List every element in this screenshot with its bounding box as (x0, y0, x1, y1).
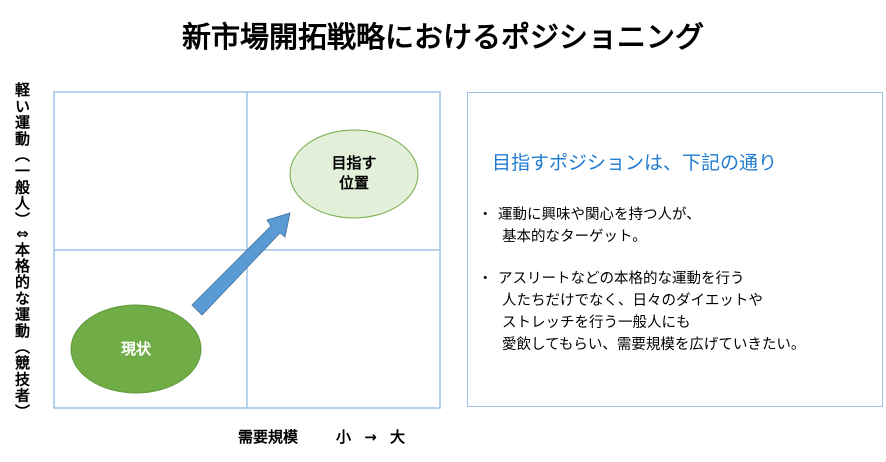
bullet-line: 人たちだけでなく、日々のダイエットや (502, 293, 763, 309)
bullet-line: 基本的なターゲット。 (502, 229, 647, 245)
page-title: 新市場開拓戦略におけるポジショニング (181, 20, 704, 54)
x-axis-label: 需要規模 (238, 428, 299, 446)
target-label-line1: 目指す (331, 154, 377, 172)
target-label-line2: 位置 (338, 174, 369, 192)
target-position-label: 目指す 位置 (314, 153, 394, 193)
bullet-line: アスリートなどの本格的な運動を行う (498, 271, 745, 287)
y-axis-label: 軽い運動（一般人）⇕本格的な運動（競技者） (13, 82, 31, 420)
bullet-marker: ・ (478, 271, 493, 287)
panel-heading: 目指すポジションは、下記の通り (492, 152, 778, 174)
bullet-line: 愛飲してもらい、需要規模を広げていきたい。 (502, 337, 806, 353)
bullet-line: ストレッチを行う一般人にも (502, 315, 691, 331)
bullet-line: 運動に興味や関心を持つ人が、 (498, 207, 701, 223)
direction-arrow-icon (191, 212, 291, 316)
description-panel: 目指すポジションは、下記の通り ・ 運動に興味や関心を持つ人が、 基本的なターゲ… (467, 92, 883, 407)
current-position-label: 現状 (120, 340, 151, 358)
x-axis-scale: 小 → 大 (336, 428, 406, 446)
target-position-ellipse (289, 129, 419, 219)
bullet-marker: ・ (478, 207, 493, 223)
current-position-ellipse (70, 304, 202, 394)
